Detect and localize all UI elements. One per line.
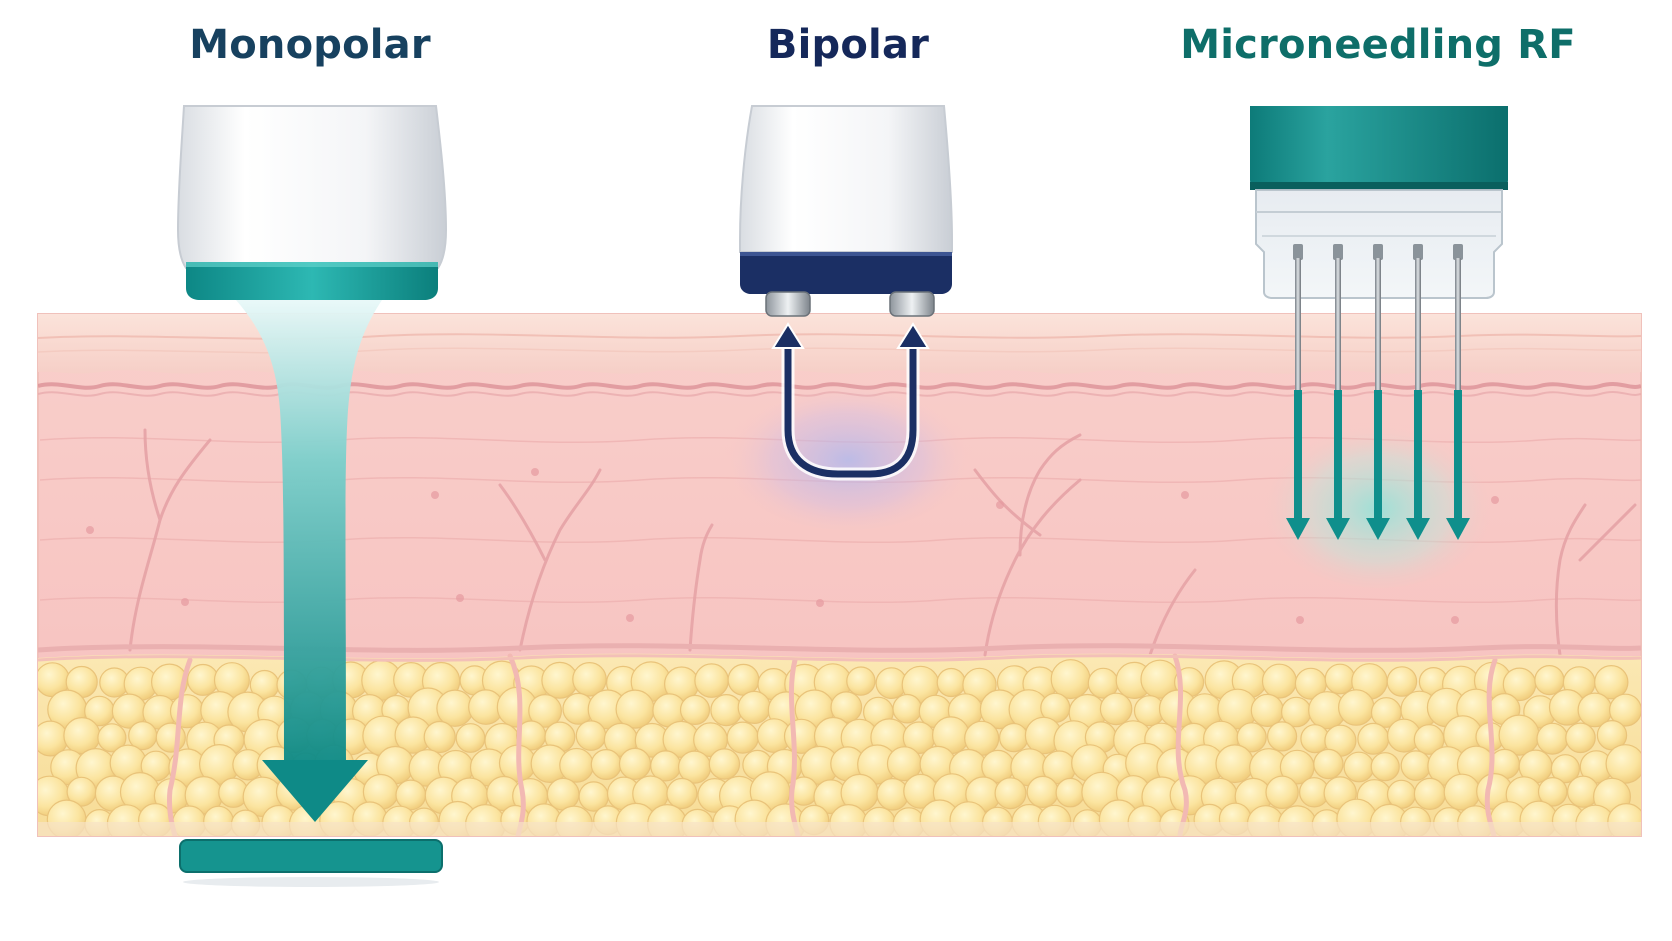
fat-cell — [591, 750, 621, 780]
fat-cell — [1027, 776, 1058, 807]
fat-cell — [616, 690, 654, 728]
fat-cell — [1216, 745, 1254, 783]
grounding-pad — [180, 840, 442, 872]
fat-cell — [437, 690, 473, 726]
needle-hub — [1293, 244, 1303, 260]
fat-cell — [396, 780, 426, 810]
fat-cells — [30, 660, 1645, 845]
bipolar-electrodes — [766, 292, 934, 316]
fat-cell — [709, 749, 739, 779]
needle — [1335, 258, 1341, 408]
fat-cell — [1371, 753, 1399, 781]
fat-cell — [1344, 752, 1374, 782]
fat-cell — [1314, 749, 1343, 778]
fat-cell — [424, 722, 455, 753]
fat-cell — [1000, 724, 1028, 752]
fat-cell — [1251, 694, 1283, 726]
needle — [1455, 258, 1461, 408]
fat-cell — [1051, 660, 1090, 699]
needle-hub — [1333, 244, 1343, 260]
fat-cell — [1387, 667, 1416, 696]
needle — [1415, 258, 1421, 408]
fat-cell — [1339, 690, 1374, 725]
fat-cell — [1566, 723, 1595, 752]
fat-cell — [738, 691, 770, 723]
fat-cell — [1606, 745, 1644, 783]
fat-cell — [728, 664, 759, 695]
fat-cell — [1535, 666, 1564, 695]
fat-cell — [1100, 693, 1131, 724]
fat-cell — [1325, 664, 1355, 694]
fat-cell — [1263, 664, 1297, 698]
fat-cell — [1444, 774, 1480, 810]
fat-cell — [576, 721, 605, 750]
fat-cell — [156, 723, 185, 752]
needle-hub — [1413, 244, 1423, 260]
fat-cell — [1414, 778, 1445, 809]
fat-cell — [1401, 751, 1430, 780]
fat-cell — [560, 749, 594, 783]
fat-cell — [1268, 722, 1297, 751]
fat-cell — [456, 724, 485, 753]
fat-cell — [711, 695, 742, 726]
fat-cell — [188, 665, 219, 696]
fat-cell — [695, 664, 728, 697]
fat-cell — [1537, 723, 1568, 754]
fat-cell — [727, 722, 758, 753]
fat-cell — [1266, 776, 1298, 808]
monopolar-handpiece — [178, 106, 446, 300]
needle-hub — [1453, 244, 1463, 260]
fat-cell — [893, 695, 921, 723]
fat-cell — [1358, 723, 1389, 754]
fat-cell — [847, 667, 875, 695]
fat-cell — [681, 695, 710, 724]
fat-cell — [995, 778, 1026, 809]
needle-hub — [1373, 244, 1383, 260]
fat-cell — [937, 669, 965, 697]
bipolar-heat-glow — [722, 374, 974, 530]
needle — [1375, 258, 1381, 408]
bipolar-handpiece — [740, 106, 952, 294]
fat-cell — [1056, 778, 1084, 806]
fat-cell — [620, 748, 651, 779]
fat-cell — [667, 779, 697, 809]
needle — [1295, 258, 1301, 408]
